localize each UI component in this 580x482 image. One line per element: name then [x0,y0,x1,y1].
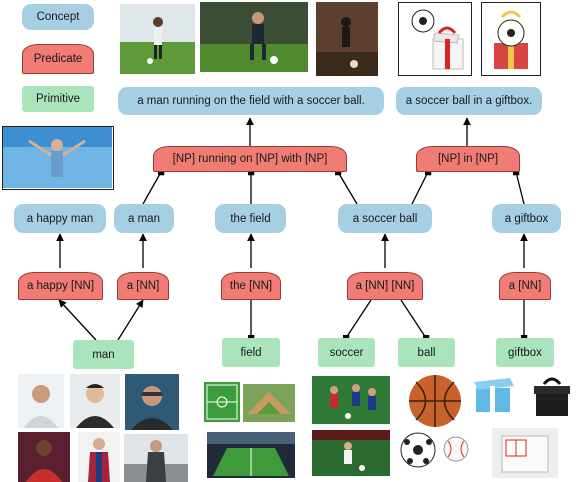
photo-baseball [441,434,471,464]
photo-man-6 [124,434,188,482]
photo-man-3 [125,374,179,430]
photo-giftbox-2 [528,370,576,420]
predicate-a-nn-giftbox: a [NN] [499,272,551,300]
predicate-in: [NP] in [NP] [416,146,520,172]
predicate-a-nn-nn: a [NN] [NN] [347,272,423,300]
concept-a-soccer-ball: a soccer ball [338,204,432,233]
photo-man-2 [70,374,120,428]
photo-man-1 [18,374,64,428]
concept-happy-man: a happy man [14,204,106,233]
concept-giftbox-sentence: a soccer ball in a giftbox. [396,87,542,115]
edge-a-man-running [142,168,165,205]
predicate-running: [NP] running on [NP] with [NP] [153,146,347,172]
photo-man-5 [78,432,120,482]
concept-soccer-sentence: a man running on the field with a soccer… [118,87,384,115]
concept-the-field: the field [215,204,286,233]
primitive-giftbox: giftbox [496,338,554,367]
predicate-a-happy: a happy [NN] [18,272,103,300]
edge-man-a-happy [58,299,97,341]
edge-soccer-a-nn-nn [342,299,372,342]
edge-man-a-nn [117,299,144,341]
photo-soccer-1 [312,376,390,424]
photo-soccer-player-3 [316,2,378,76]
predicate-a-nn-man: a [NN] [117,272,169,300]
predicate-the-nn: the [NN] [221,272,281,300]
legend-primitive: Primitive [22,86,94,112]
photo-soccer-player-1 [120,4,195,74]
photo-giftbox-ball-2 [481,2,541,76]
photo-field-2 [243,384,295,422]
edge-ball-in [411,168,432,205]
primitive-soccer: soccer [318,338,375,367]
edge-ball-running [334,168,358,205]
photo-soccer-ball [398,430,438,470]
photo-giftbox-ball-1 [398,2,472,76]
edge-giftbox-in [512,168,525,205]
concept-a-man: a man [114,204,174,233]
concept-a-giftbox: a giftbox [492,204,561,233]
photo-happy-man [2,126,114,190]
photo-soccer-2 [312,430,390,476]
primitive-field: field [222,338,280,367]
photo-giftbox-3 [492,428,558,478]
legend-predicate: Predicate [22,44,94,74]
photo-basketball [404,372,466,430]
primitive-man: man [73,340,134,369]
edge-ball-a-nn-nn [400,299,430,342]
photo-giftbox-1 [470,372,522,416]
photo-man-4 [18,432,70,482]
primitive-ball: ball [398,338,455,367]
photo-field-3 [207,432,295,478]
legend-concept: Concept [22,4,94,30]
photo-soccer-player-2 [200,2,308,72]
photo-field-1 [204,382,240,422]
